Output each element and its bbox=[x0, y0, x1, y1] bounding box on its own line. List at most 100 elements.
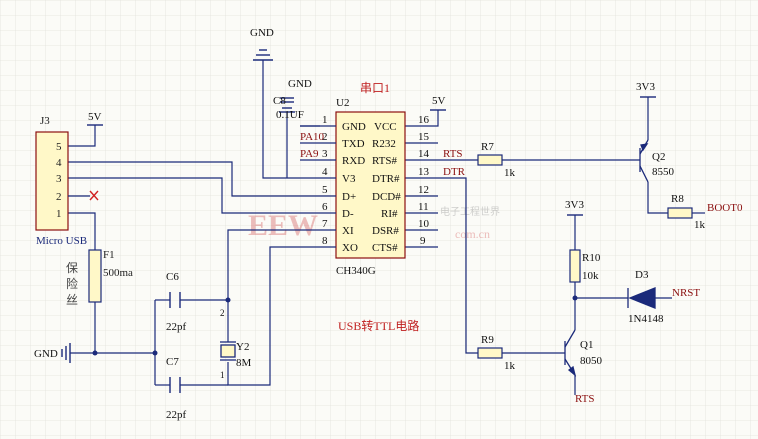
diode-d3 bbox=[627, 287, 656, 309]
crystal-y2 bbox=[220, 341, 236, 361]
f1-value: 500ma bbox=[103, 267, 133, 279]
u2-pin-num-7: 7 bbox=[322, 218, 328, 230]
gnd-top-label: GND bbox=[250, 27, 274, 39]
r8-ref: R8 bbox=[671, 193, 684, 205]
diagram-title: USB转TTL电路 bbox=[338, 318, 419, 333]
u2-pin-name-10: DSR# bbox=[372, 225, 399, 237]
gnd-symbol-ic bbox=[279, 107, 295, 113]
u2-pin-num-13: 13 bbox=[418, 166, 430, 178]
c6-value: 22pf bbox=[166, 321, 187, 333]
transistor-q2 bbox=[639, 139, 649, 183]
j3-pin2: 2 bbox=[56, 191, 62, 203]
resistor-r10 bbox=[569, 249, 581, 283]
c7-value: 22pf bbox=[166, 409, 187, 421]
fuse-cn-2: 险 bbox=[66, 276, 78, 291]
u2-name: 串口1 bbox=[360, 81, 390, 95]
u2-pin-name-16: VCC bbox=[374, 121, 397, 133]
gnd-symbol-top bbox=[253, 49, 273, 61]
power-bars bbox=[87, 96, 656, 216]
capacitor-c8 bbox=[280, 97, 294, 103]
fuse-cn-3: 丝 bbox=[66, 293, 78, 307]
u2-pin-num-8: 8 bbox=[322, 235, 328, 247]
watermark-big: EEW bbox=[248, 209, 318, 242]
u2-pin-name-5: D+ bbox=[342, 191, 356, 203]
u2-pin-num-6: 6 bbox=[322, 201, 328, 213]
junctions bbox=[92, 295, 578, 356]
u2-pin-name-1: GND bbox=[342, 121, 366, 133]
c7-ref: C7 bbox=[166, 356, 179, 368]
r10-value: 10k bbox=[582, 270, 599, 282]
u2-left-pin-stubs bbox=[300, 125, 336, 248]
y2-ref: Y2 bbox=[236, 341, 249, 353]
fuse-cn-1: 保 bbox=[66, 261, 78, 275]
u2-pin-name-11: RI# bbox=[381, 208, 398, 220]
rts-bottom-label: RTS bbox=[575, 393, 595, 405]
r9-value: 1k bbox=[504, 360, 516, 372]
c6-ref: C6 bbox=[166, 271, 179, 283]
rts-net-label: RTS bbox=[443, 148, 463, 160]
u2-ref: U2 bbox=[336, 97, 349, 109]
u2-pin-name-9: CTS# bbox=[372, 242, 398, 254]
r8-value: 1k bbox=[694, 219, 706, 231]
u2-pin-num-15: 15 bbox=[418, 131, 430, 143]
watermark-small: 电子工程世界 bbox=[440, 205, 500, 218]
j3-ref: J3 bbox=[40, 115, 50, 127]
3v3-q2-label: 3V3 bbox=[636, 81, 655, 93]
q1-ref: Q1 bbox=[580, 339, 593, 351]
wires bbox=[68, 60, 705, 395]
5v-u2-label: 5V bbox=[432, 95, 446, 107]
u2-pin-name-6: D- bbox=[342, 208, 354, 220]
gnd-symbol-left bbox=[61, 343, 71, 363]
no-connect-mark bbox=[68, 190, 99, 201]
u2-pin-num-16: 16 bbox=[418, 114, 430, 126]
3v3-r10-label: 3V3 bbox=[565, 199, 584, 211]
u2-pin-num-5: 5 bbox=[322, 184, 328, 196]
u2-pin-num-2: 2 bbox=[322, 131, 328, 143]
pa10-label: PA10 bbox=[300, 131, 325, 143]
u2-pin-num-11: 11 bbox=[418, 201, 429, 213]
j3-name: Micro USB bbox=[36, 235, 87, 247]
y2-value: 8M bbox=[236, 357, 252, 369]
capacitor-c6 bbox=[169, 292, 181, 308]
q2-ref: Q2 bbox=[652, 151, 665, 163]
q2-value: 8550 bbox=[652, 166, 675, 178]
u2-part: CH340G bbox=[336, 265, 376, 277]
watermark-domain: com.cn bbox=[455, 227, 490, 241]
c8-ref: C8 bbox=[273, 95, 286, 107]
r9-ref: R9 bbox=[481, 334, 494, 346]
u2-pin-num-4: 4 bbox=[322, 166, 328, 178]
u2-body bbox=[335, 111, 406, 259]
u2-pin-num-9: 9 bbox=[420, 235, 426, 247]
c8-value: 0.1UF bbox=[276, 109, 304, 121]
resistor-r7 bbox=[477, 154, 503, 166]
j3-body bbox=[35, 131, 69, 231]
u2-pin-name-12: DCD# bbox=[372, 191, 401, 203]
capacitor-c7 bbox=[169, 377, 181, 393]
fuse-f1 bbox=[88, 249, 102, 303]
pa9-label: PA9 bbox=[300, 148, 319, 160]
u2-pin-name-15: R232 bbox=[372, 138, 396, 150]
j3-pin3: 3 bbox=[56, 173, 62, 185]
u2-pin-num-3: 3 bbox=[322, 148, 328, 160]
u2-pin-name-7: XI bbox=[342, 225, 354, 237]
nrst-label: NRST bbox=[672, 287, 700, 299]
q1-value: 8050 bbox=[580, 355, 603, 367]
d3-value: 1N4148 bbox=[628, 313, 664, 325]
u2-pin-name-4: V3 bbox=[342, 173, 356, 185]
dtr-net-label: DTR bbox=[443, 166, 466, 178]
resistor-r9 bbox=[477, 347, 503, 359]
u2-pin-name-8: XO bbox=[342, 242, 358, 254]
y2-pin1: 1 bbox=[220, 370, 225, 380]
j3-pin1: 1 bbox=[56, 208, 62, 220]
u2-pin-name-14: RTS# bbox=[372, 155, 398, 167]
d3-ref: D3 bbox=[635, 269, 649, 281]
j3-pin5: 5 bbox=[56, 141, 62, 153]
gnd-left-label: GND bbox=[34, 348, 58, 360]
u2-pin-name-13: DTR# bbox=[372, 173, 400, 185]
r10-ref: R10 bbox=[582, 252, 601, 264]
f1-ref: F1 bbox=[103, 249, 115, 261]
u2-pin-num-14: 14 bbox=[418, 148, 430, 160]
resistor-r8 bbox=[667, 207, 693, 219]
watermark: EEW 电子工程世界 com.cn bbox=[248, 205, 500, 242]
